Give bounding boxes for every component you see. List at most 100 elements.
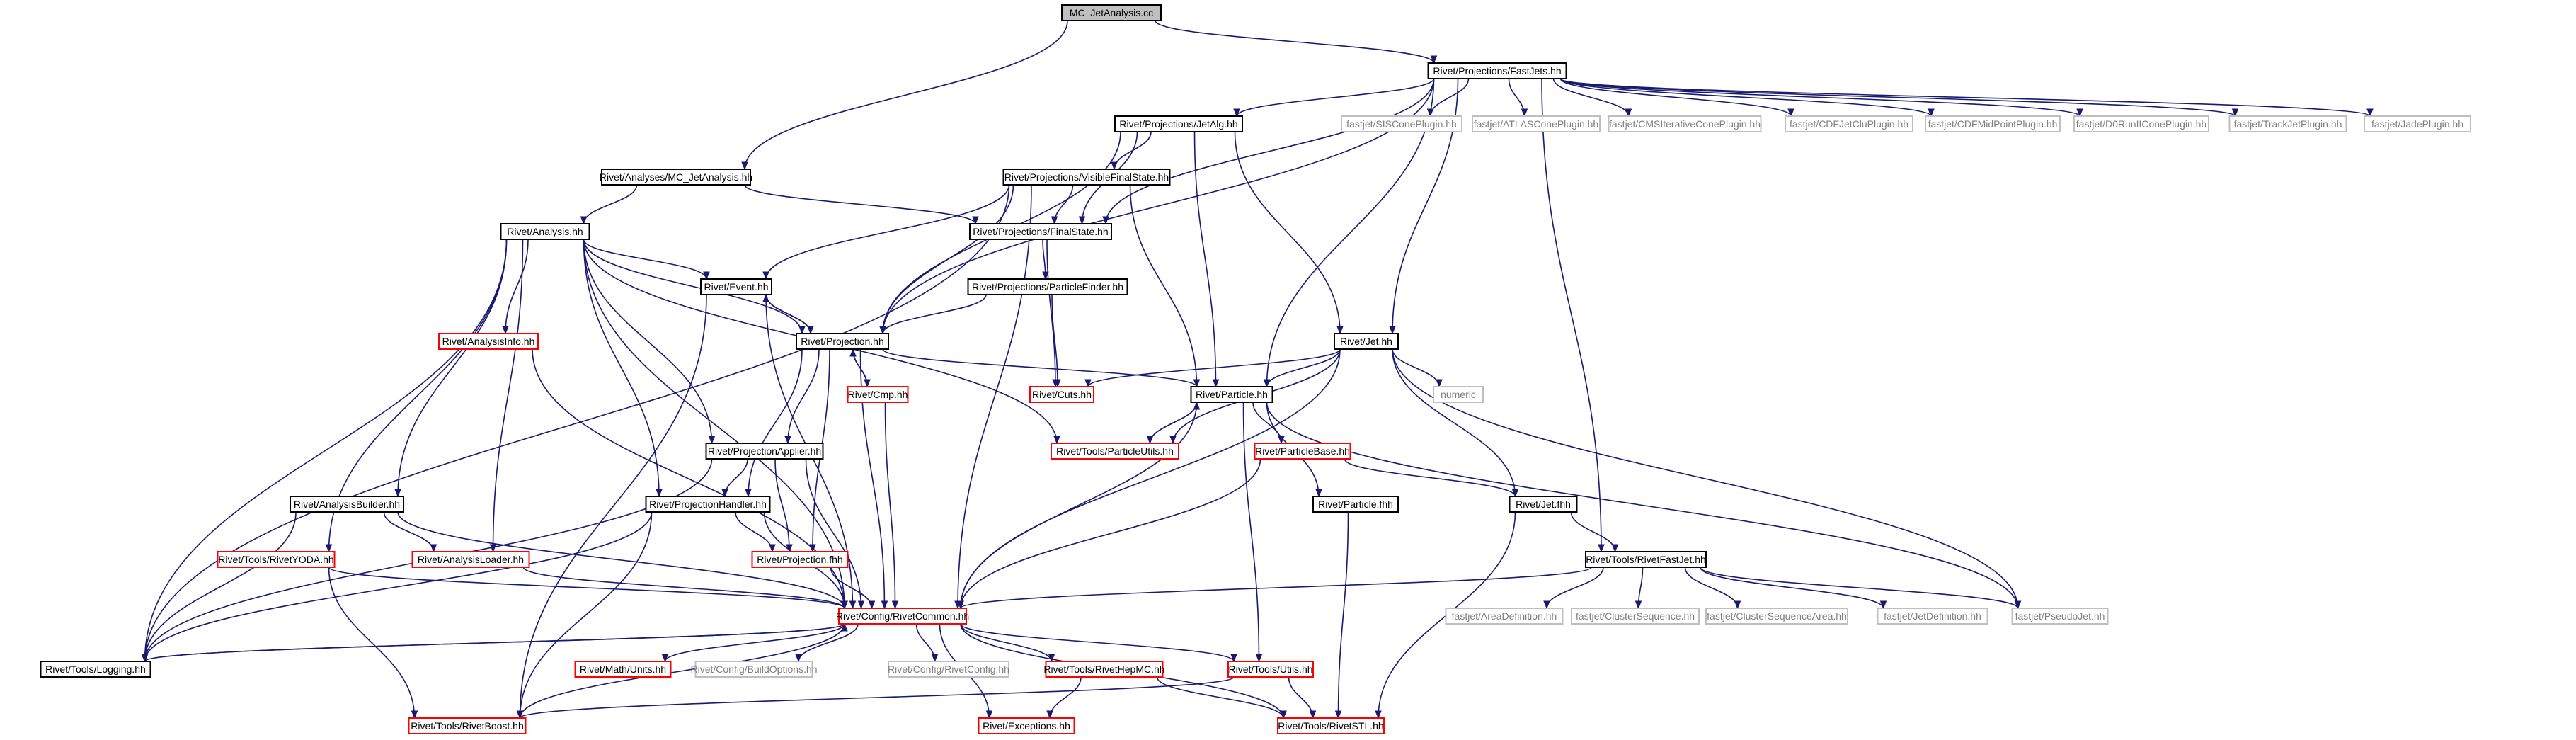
edge-arrowhead [1230,654,1237,663]
node-box [1608,115,1762,132]
node-box [1877,608,1988,625]
node-box [1045,661,1164,678]
edge-arrowhead [1598,544,1605,553]
node-rivet-tools-particleutils-hh[interactable]: Rivet/Tools/ParticleUtils.hh [1051,443,1179,460]
node-rivet-analyses-mc-jetanalysis-hh[interactable]: Rivet/Analyses/MC_JetAnalysis.hh [600,169,752,186]
node-label: Rivet/Projections/ParticleFinder.hh [972,281,1123,292]
node-label: Rivet/Particle.fhh [1318,499,1393,510]
node-rivet-tools-utils-hh[interactable]: Rivet/Tools/Utils.hh [1227,661,1314,678]
edge-line [1087,348,1341,387]
node-box [847,386,909,403]
node-rivet-projections-finalstate-hh[interactable]: Rivet/Projections/FinalState.hh [969,223,1112,240]
node-rivet-cmp-hh[interactable]: Rivet/Cmp.hh [847,386,909,403]
node-fastjet-d0runiiconeplugin-hh: fastjet/D0RunIIConePlugin.hh [2073,115,2209,132]
node-label: fastjet/ClusterSequence.hh [1576,610,1695,622]
node-label: Rivet/Cmp.hh [848,389,908,400]
node-rivet-tools-rivethepmc-hh[interactable]: Rivet/Tools/RivetHepMC.hh [1043,661,1165,678]
node-rivet-analysis-hh[interactable]: Rivet/Analysis.hh [500,223,590,240]
node-box [1312,496,1399,513]
edge-projapplier-to-projhandler [721,458,748,498]
edge-line [765,184,1010,280]
edge-arrowhead [1430,55,1438,64]
edge-projection-to-projhandler [745,348,803,498]
node-rivet-analysisbuilder-hh[interactable]: Rivet/AnalysisBuilder.hh [290,496,404,513]
node-label: Rivet/Projections/VisibleFinalState.hh [1004,171,1169,183]
node-rivet-exceptions-hh[interactable]: Rivet/Exceptions.hh [978,717,1075,734]
node-rivet-projections-jetalg-hh[interactable]: Rivet/Projections/JetAlg.hh [1114,115,1243,132]
edge-line [1129,184,1198,387]
node-rivet-projectionapplier-hh[interactable]: Rivet/ProjectionApplier.hh [705,443,824,460]
edge-line [1266,402,2019,609]
edge-pfinder-to-cuts [1051,294,1061,388]
edge-analysis-to-projapplier [583,239,716,445]
node-rivet-event-hh[interactable]: Rivet/Event.hh [700,278,772,295]
node-box [751,551,849,568]
node-label: Rivet/Projections/FastJets.hh [1433,65,1561,76]
edge-line [1559,78,2236,117]
edge-rfastjet-to-common [957,567,1592,610]
edge-arrowhead [784,436,791,445]
node-rivet-jet-fhh[interactable]: Rivet/Jet.fhh [1509,496,1578,513]
edge-line [744,20,1068,170]
node-rivet-analysisinfo-hh[interactable]: Rivet/AnalysisInfo.hh [438,333,539,350]
node-box [1061,4,1162,21]
node-rivet-tools-rivetyoda-hh[interactable]: Rivet/Tools/RivetYODA.hh [217,551,336,568]
edge-arrowhead [1787,108,1794,118]
edge-arrowhead [741,161,748,171]
node-rivet-projections-fastjets-hh[interactable]: Rivet/Projections/FastJets.hh [1427,62,1567,79]
edge-line [748,348,803,497]
edge-line [1429,78,1470,117]
node-rivet-projections-particlefinder-hh[interactable]: Rivet/Projections/ParticleFinder.hh [967,278,1128,295]
edge-line [328,567,416,719]
node-rivet-tools-rivetfastjet-hh[interactable]: Rivet/Tools/RivetFastJet.hh [1585,551,1707,568]
edge-line [798,623,859,662]
edge-line [960,567,1592,609]
node-label: Rivet/Tools/RivetYODA.hh [218,554,333,565]
edge-line [1552,78,1630,117]
node-label: Rivet/Particle.hh [1196,389,1268,400]
node-box [1002,169,1171,186]
node-rivet-analysisloader-hh[interactable]: Rivet/AnalysisLoader.hh [411,551,530,568]
node-rivet-math-units-hh[interactable]: Rivet/Math/Units.hh [574,661,672,678]
node-box [1190,386,1273,403]
node-rivet-particle-hh[interactable]: Rivet/Particle.hh [1190,386,1273,403]
edge-arrowhead [1879,600,1887,610]
node-rivet-projection-hh[interactable]: Rivet/Projection.hh [796,333,889,350]
node-rivet-tools-rivetboost-hh[interactable]: Rivet/Tools/RivetBoost.hh [408,717,527,734]
edge-projection-to-projapplier [784,348,820,445]
node-box [645,496,771,513]
node-box [2364,115,2471,132]
node-rivet-config-rivetcommon-hh[interactable]: Rivet/Config/RivetCommon.hh [836,608,969,625]
node-label: MC_JetAnalysis.cc [1070,7,1153,18]
edge-line [1700,567,2019,609]
node-box [2228,115,2347,132]
node-label: Rivet/Exceptions.hh [983,720,1070,732]
edge-line [532,348,845,609]
edge-arrowhead [1263,379,1271,388]
node-box [1705,608,1848,625]
node-box [978,717,1075,734]
edge-line [522,567,845,609]
node-rivet-projection-fhh[interactable]: Rivet/Projection.fhh [751,551,849,568]
edge-arrowhead [430,544,437,553]
node-label: fastjet/CDFMidPointPlugin.hh [1928,118,2058,130]
edge-line [1392,348,2019,609]
edge-line [744,184,976,224]
node-rivet-projections-visiblefinalstate-hh[interactable]: Rivet/Projections/VisibleFinalState.hh [1002,169,1171,186]
edge-arrowhead [1078,216,1086,225]
edge-yoda-to-common [328,567,848,610]
edge-line [1570,511,1616,552]
edge-particlefhh-to-stl [1334,511,1349,719]
edge-line [1242,402,1260,662]
node-rivet-cuts-hh[interactable]: Rivet/Cuts.hh [1029,386,1094,403]
node-rivet-projectionhandler-hh[interactable]: Rivet/ProjectionHandler.hh [645,496,771,513]
node-box [796,333,889,350]
node-rivet-tools-rivetstl-hh[interactable]: Rivet/Tools/RivetSTL.hh [1277,717,1385,734]
node-rivet-jet-hh[interactable]: Rivet/Jet.hh [1334,333,1399,350]
node-box [500,223,590,240]
edge-pfinder-to-projection [879,294,987,335]
node-rivet-particlebase-hh[interactable]: Rivet/ParticleBase.hh [1254,443,1351,460]
node-rivet-particle-fhh[interactable]: Rivet/Particle.fhh [1312,496,1399,513]
edge-pbase-to-jetfhh [1344,458,1519,498]
node-rivet-tools-logging-hh[interactable]: Rivet/Tools/Logging.hh [40,661,151,678]
